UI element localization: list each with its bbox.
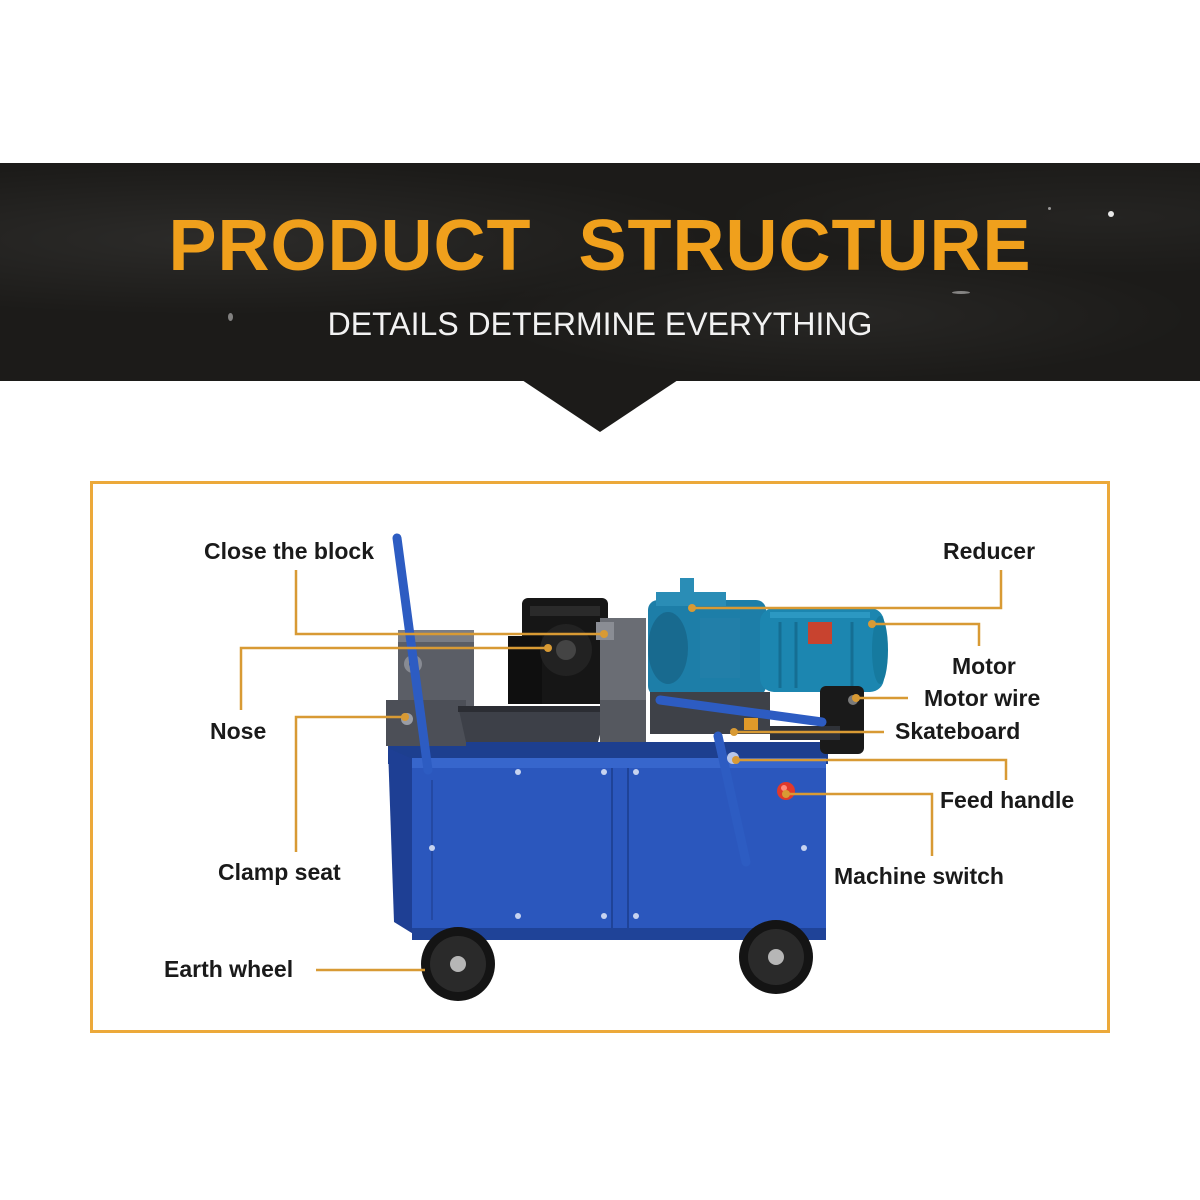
leader-close-the-block (294, 570, 604, 636)
page-subtitle: DETAILS DETERMINE EVERYTHING (327, 306, 873, 342)
tray (458, 706, 608, 742)
leader-lines (239, 570, 1008, 972)
leader-endpoints (401, 604, 876, 798)
leader-motor (872, 622, 981, 646)
close-the-block-lever (392, 533, 433, 775)
label-skateboard: Skateboard (895, 718, 1021, 744)
label-close-the-block: Close the block (204, 538, 374, 564)
leader-nose (239, 646, 548, 710)
label-nose: Nose (210, 718, 267, 744)
page-title: PRODUCT STRUCTURE (168, 206, 1032, 286)
header-banner (0, 163, 1200, 381)
machine-cabinet (388, 742, 828, 940)
banner-texture-speck (1048, 207, 1051, 210)
label-motor: Motor (952, 653, 1016, 679)
label-reducer: Reducer (943, 538, 1036, 564)
label-feed-handle: Feed handle (940, 787, 1075, 813)
label-earth-wheel: Earth wheel (164, 956, 294, 982)
chuck-housing (508, 598, 608, 704)
earth-wheel-left (421, 927, 495, 1001)
leader-machine-switch (786, 792, 934, 856)
label-machine-switch: Machine switch (834, 863, 1004, 889)
banner-texture-speck (952, 291, 970, 294)
motor-unit (760, 608, 888, 692)
leader-reducer (692, 570, 1003, 610)
label-clamp-seat: Clamp seat (218, 859, 341, 885)
reducer-gearbox (648, 578, 766, 696)
label-motor-wire: Motor wire (924, 685, 1041, 711)
earth-wheel-right (739, 920, 813, 994)
diagram-frame (90, 481, 1110, 1033)
leader-clamp-seat (294, 715, 405, 852)
spindle-support (596, 618, 646, 742)
leader-feed-handle (736, 758, 1008, 780)
banner-texture-speck (1108, 211, 1114, 217)
banner-pointer (522, 380, 678, 432)
banner-texture-speck (228, 313, 233, 321)
